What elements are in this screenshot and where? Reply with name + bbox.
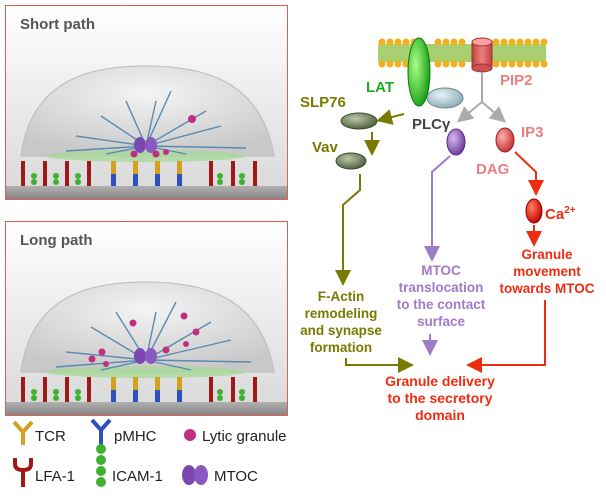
mtoc-group xyxy=(134,348,157,364)
pip2-channel xyxy=(471,37,493,73)
granule-delivery-text: Granule delivery to the secretory domain xyxy=(385,373,495,423)
synapse-plane xyxy=(46,150,246,162)
long-path-title: Long path xyxy=(20,232,93,249)
legend-pmhc-label: pMHC xyxy=(114,428,157,445)
svg-text:F-Actin: F-Actin xyxy=(318,289,365,304)
ip3-to-ca-arrow xyxy=(514,151,544,196)
ip3-molecule xyxy=(495,127,515,153)
calcium-ion xyxy=(525,198,543,224)
receptors-row xyxy=(21,377,257,402)
svg-text:movement: movement xyxy=(513,264,581,279)
mtoc-translocation-text: MTOC translocation to the contact surfac… xyxy=(397,263,486,329)
pip2-label: PIP2 xyxy=(500,72,533,89)
pip2-split-connector xyxy=(456,72,507,123)
vav-to-factin-arrow xyxy=(335,174,361,286)
lipid-bilayer xyxy=(378,38,548,68)
plcg-enzyme xyxy=(426,87,464,109)
mtoc-icon xyxy=(182,465,208,485)
mtoc-group xyxy=(134,137,157,153)
slp76-protein xyxy=(340,112,378,130)
svg-text:to the secretory: to the secretory xyxy=(387,390,492,406)
svg-text:remodeling: remodeling xyxy=(305,306,378,321)
cell-dome xyxy=(20,281,275,373)
svg-text:domain: domain xyxy=(415,407,465,423)
icam1-icon xyxy=(96,444,106,487)
short-path-title: Short path xyxy=(20,16,95,33)
short-path-panel: Short path xyxy=(5,5,288,200)
svg-text:to the contact: to the contact xyxy=(397,297,486,312)
lytic-granules xyxy=(130,115,196,158)
dag-molecule xyxy=(446,128,466,156)
tcr-icon xyxy=(12,420,34,445)
svg-text:MTOC: MTOC xyxy=(421,263,461,278)
receptors-row xyxy=(21,161,257,186)
svg-text:translocation: translocation xyxy=(399,280,484,295)
svg-text:towards MTOC: towards MTOC xyxy=(499,281,594,296)
lat-protein xyxy=(407,37,431,107)
long-path-panel: Long path xyxy=(5,221,288,416)
pmhc-icon xyxy=(90,418,112,445)
vav-label: Vav xyxy=(312,139,339,156)
vav-protein xyxy=(335,152,367,170)
factin-text: F-Actin remodeling and synapse formation xyxy=(300,289,382,355)
svg-text:Granule delivery: Granule delivery xyxy=(385,373,495,389)
svg-text:and synapse: and synapse xyxy=(300,323,382,338)
dag-label: DAG xyxy=(476,161,509,178)
factin-to-delivery-arrow xyxy=(345,357,414,373)
target-membrane xyxy=(6,186,287,199)
svg-text:formation: formation xyxy=(310,340,372,355)
plcg-label: PLCγ xyxy=(412,116,451,133)
target-membrane xyxy=(6,402,287,415)
svg-text:Granule: Granule xyxy=(521,247,573,262)
legend-tcr-label: TCR xyxy=(35,428,66,445)
ca-label: Ca2+ xyxy=(545,205,576,223)
svg-text:surface: surface xyxy=(417,314,466,329)
legend-lytic-label: Lytic granule xyxy=(202,428,287,445)
legend-mtoc-label: MTOC xyxy=(214,468,258,485)
granule-to-delivery-arrow xyxy=(466,300,546,373)
cell-dome xyxy=(20,65,275,157)
short-path-illustration xyxy=(6,65,287,199)
lytic-granule-icon xyxy=(184,429,196,441)
lat-label: LAT xyxy=(366,79,394,96)
signaling-pathway-diagram: LAT PIP2 PLCγ SLP76 Vav IP3 DAG xyxy=(300,37,595,423)
lytic-granules xyxy=(88,312,200,367)
lat-to-slp76-arrow xyxy=(376,109,405,125)
synapse-plane xyxy=(46,366,246,378)
legend-lfa1-label: LFA-1 xyxy=(35,468,76,485)
lfa1-icon xyxy=(13,458,33,487)
granule-movement-text: Granule movement towards MTOC xyxy=(499,247,594,296)
slp76-label: SLP76 xyxy=(300,94,346,111)
legend-icam1-label: ICAM-1 xyxy=(112,468,163,485)
long-path-illustration xyxy=(6,281,287,415)
ip3-label: IP3 xyxy=(521,124,544,141)
dag-to-mtoc-arrow xyxy=(424,155,451,262)
